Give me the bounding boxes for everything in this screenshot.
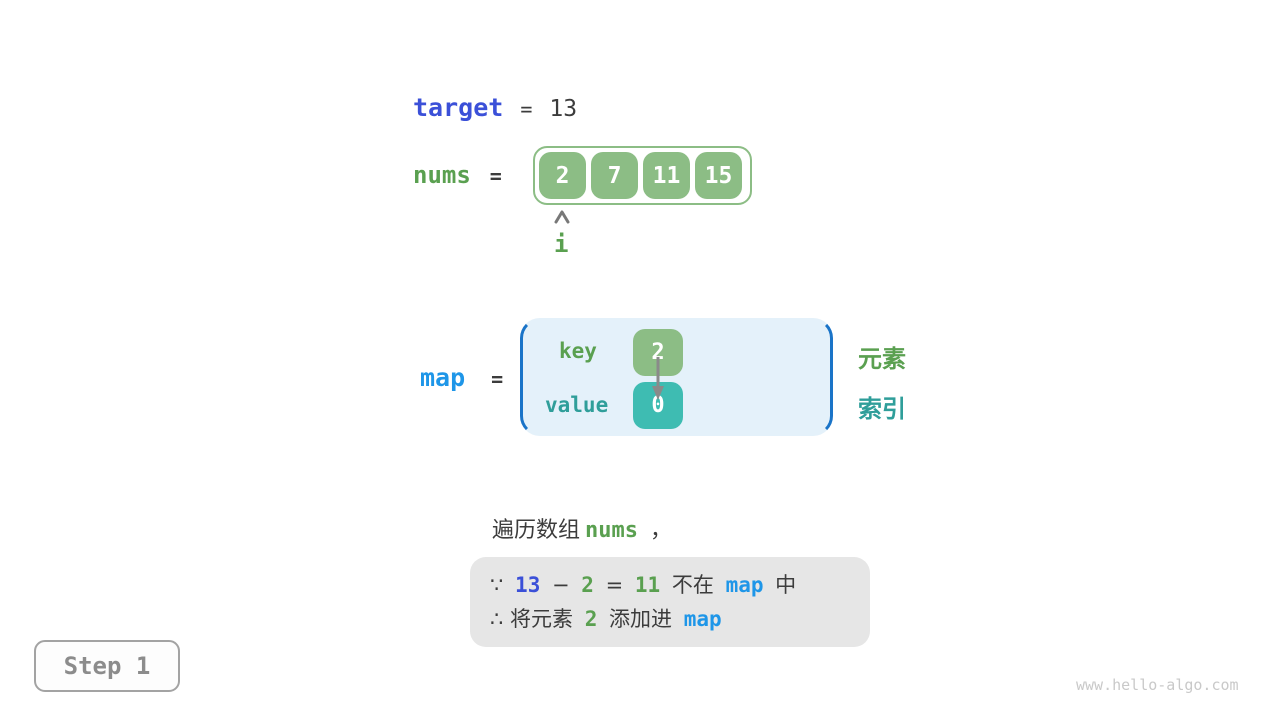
legend-index-label: 索引 — [858, 395, 906, 423]
nums-label: nums — [413, 161, 471, 189]
step-badge-label: Step 1 — [63, 652, 151, 680]
target-assignment: target = 13 — [413, 93, 577, 122]
equals-sign: = — [520, 97, 533, 121]
nums-assignment: nums = — [413, 161, 502, 189]
text-segment: 11 — [634, 573, 661, 597]
map-label: map — [420, 363, 466, 392]
index-pointer-label: i — [554, 230, 569, 258]
key-value-arrow-icon — [652, 357, 664, 400]
legend-element-label: 元素 — [858, 345, 906, 373]
text-segment: ∴ 将元素 — [490, 607, 580, 631]
text-segment: 2 — [584, 607, 598, 631]
text-segment: 遍历数组 — [492, 518, 581, 543]
pointer-caret-icon — [554, 210, 570, 224]
map-value-label: value — [545, 393, 609, 417]
map-assignment: map = — [420, 363, 503, 392]
array-cell: 7 — [591, 152, 638, 199]
text-segment: ∵ — [490, 573, 511, 597]
target-label: target — [413, 93, 504, 122]
text-segment: 中 — [768, 573, 797, 597]
text-segment: = — [598, 573, 630, 597]
note-line-because: ∵ 13 − 2 = 11 不在 map 中 — [490, 570, 870, 600]
text-segment: map — [725, 573, 764, 597]
equals-sign: = — [491, 367, 504, 391]
array-cell: 15 — [695, 152, 742, 199]
equals-sign: = — [489, 164, 502, 188]
step-badge: Step 1 — [34, 640, 180, 692]
text-segment: 2 — [581, 573, 594, 597]
array-cell: 2 — [539, 152, 586, 199]
array-cell: 11 — [643, 152, 690, 199]
text-segment: − — [545, 573, 577, 597]
text-segment: 不在 — [665, 573, 721, 597]
map-container: key value 2 0 — [520, 318, 833, 436]
reasoning-note: ∵ 13 − 2 = 11 不在 map 中 ∴ 将元素 2 添加进 map — [470, 557, 870, 647]
site-watermark: www.hello-algo.com — [1076, 676, 1239, 694]
note-line-therefore: ∴ 将元素 2 添加进 map — [490, 604, 870, 634]
target-value: 13 — [549, 96, 578, 122]
text-segment: ， — [643, 518, 672, 543]
text-segment: nums — [585, 518, 638, 543]
text-segment: 13 — [515, 573, 541, 597]
text-segment: 添加进 — [602, 607, 679, 631]
map-key-label: key — [559, 339, 597, 363]
text-segment: map — [683, 607, 722, 631]
